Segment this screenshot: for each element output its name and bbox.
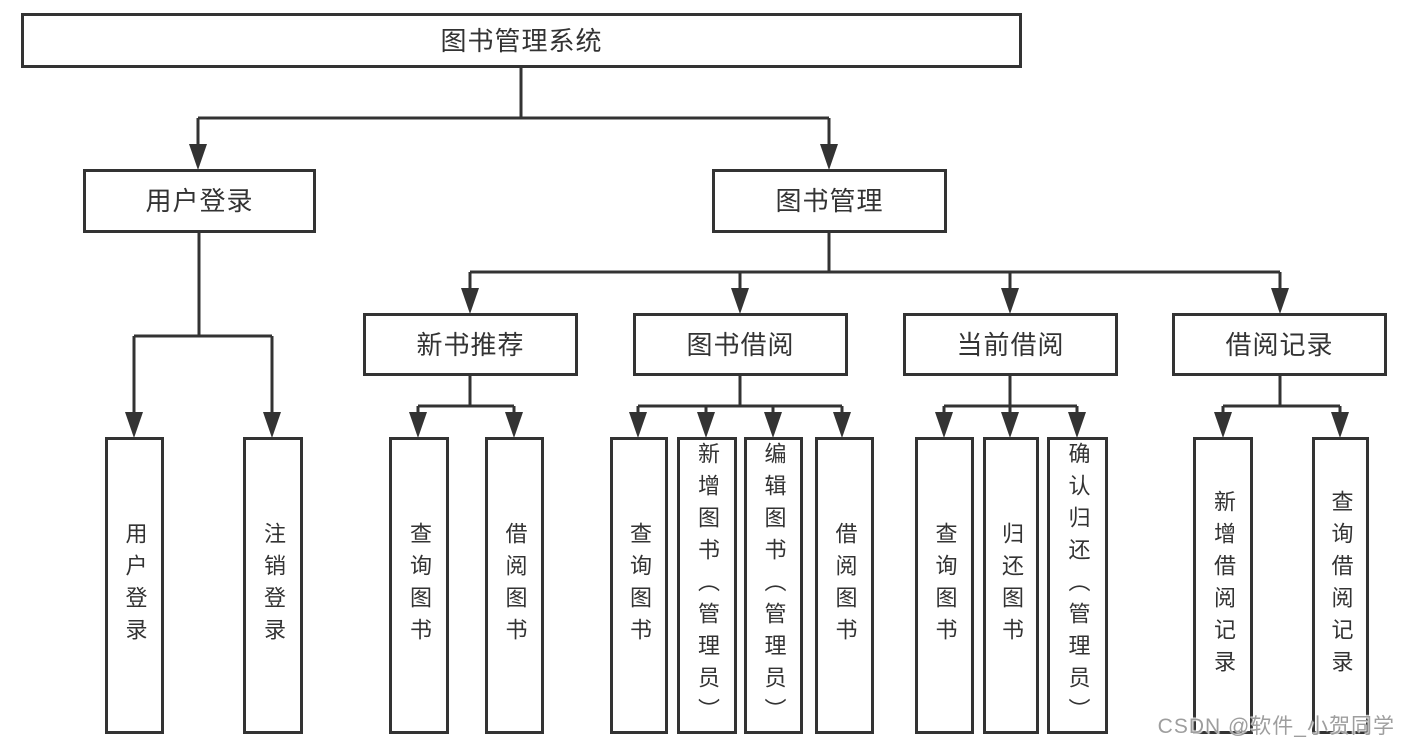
leaf-edit-book-admin: 编辑图书（管理员） (744, 437, 803, 734)
leaf-edit-book-admin-label: 编辑图书（管理员） (761, 441, 787, 730)
leaf-current-query-books-label: 查询图书 (932, 521, 958, 650)
leaf-borrow-query-books: 查询图书 (610, 437, 668, 734)
leaf-logout: 注销登录 (243, 437, 303, 734)
leaf-user-login-label: 用户登录 (122, 521, 148, 650)
node-borrow-records: 借阅记录 (1172, 313, 1387, 376)
leaf-add-borrow-record-label: 新增借阅记录 (1211, 489, 1236, 682)
node-book-management: 图书管理 (712, 169, 947, 233)
leaf-recommend-query-books: 查询图书 (389, 437, 449, 734)
leaf-recommend-borrow-books: 借阅图书 (485, 437, 544, 734)
leaf-return-books-label: 归还图书 (999, 521, 1024, 650)
node-book-borrow: 图书借阅 (633, 313, 848, 376)
node-new-book-recommend: 新书推荐 (363, 313, 578, 376)
node-new-book-recommend-label: 新书推荐 (416, 329, 525, 360)
leaf-query-borrow-record: 查询借阅记录 (1312, 437, 1369, 734)
node-current-borrow: 当前借阅 (903, 313, 1118, 376)
leaf-borrow-borrow-books-label: 借阅图书 (832, 521, 858, 650)
leaf-current-query-books: 查询图书 (915, 437, 974, 734)
node-user-login: 用户登录 (83, 169, 316, 233)
leaf-return-books: 归还图书 (983, 437, 1039, 734)
leaf-add-book-admin: 新增图书（管理员） (677, 437, 737, 734)
node-current-borrow-label: 当前借阅 (956, 329, 1065, 360)
leaf-logout-label: 注销登录 (261, 521, 286, 650)
leaf-confirm-return-admin-label: 确认归还（管理员） (1065, 441, 1091, 730)
leaf-borrow-borrow-books: 借阅图书 (815, 437, 874, 734)
node-book-borrow-label: 图书借阅 (686, 329, 795, 360)
node-book-management-label: 图书管理 (775, 186, 884, 216)
leaf-query-borrow-record-label: 查询借阅记录 (1328, 489, 1354, 682)
node-root: 图书管理系统 (21, 13, 1022, 68)
leaf-recommend-query-books-label: 查询图书 (407, 521, 432, 650)
leaf-recommend-borrow-books-label: 借阅图书 (502, 521, 528, 650)
node-user-login-label: 用户登录 (145, 186, 254, 216)
leaf-add-borrow-record: 新增借阅记录 (1193, 437, 1253, 734)
leaf-add-book-admin-label: 新增图书（管理员） (695, 441, 720, 730)
leaf-user-login: 用户登录 (105, 437, 164, 734)
leaf-confirm-return-admin: 确认归还（管理员） (1047, 437, 1108, 734)
csdn-watermark: CSDN @软件_小贺同学 (1157, 715, 1395, 738)
node-root-label: 图书管理系统 (440, 25, 603, 56)
leaf-borrow-query-books-label: 查询图书 (627, 521, 652, 650)
node-borrow-records-label: 借阅记录 (1225, 329, 1334, 360)
